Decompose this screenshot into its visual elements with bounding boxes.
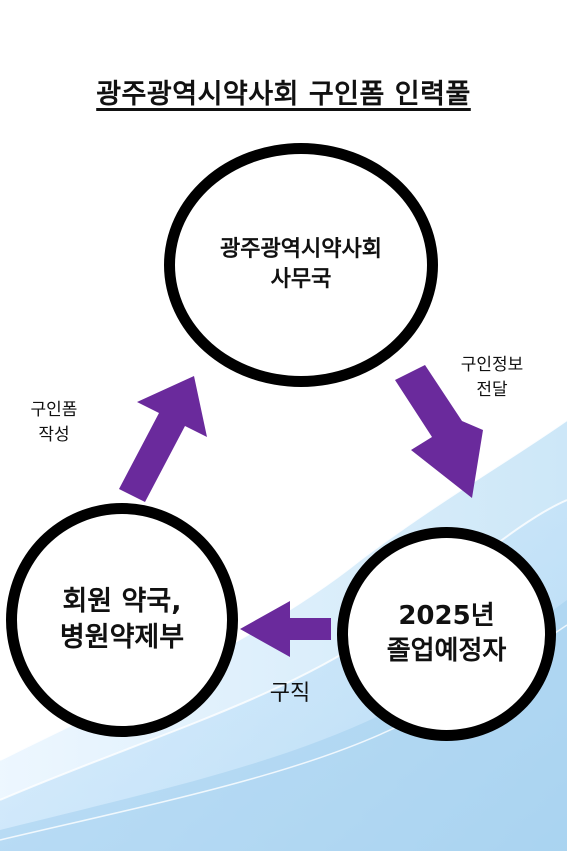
edge-label-form-line2: 작성	[38, 424, 70, 445]
edge-label-form-write: 구인폼 작성	[8, 398, 100, 447]
node-pharmacist-association-office: 광주광역시약사회 사무국	[164, 143, 438, 387]
edge-label-job-text: 구직	[269, 681, 311, 706]
node-member-pharmacies: 회원 약국, 병원약제부	[6, 503, 238, 737]
title-text: 광주광역시약사회 구인폼 인력풀	[96, 79, 471, 110]
node-left-line1: 회원 약국,	[62, 585, 182, 617]
edge-label-info-line1: 구인정보	[460, 355, 524, 375]
node-top-line2: 사무국	[270, 267, 332, 292]
edge-label-job-seek: 구직	[255, 678, 325, 710]
node-top-line1: 광주광역시약사회	[220, 237, 382, 263]
arrow-form-to-office	[119, 376, 207, 502]
node-right-line1: 2025년	[398, 600, 495, 631]
edge-label-job-info: 구인정보 전달	[440, 353, 544, 402]
arrow-office-to-graduates	[395, 365, 483, 498]
node-right-line2: 졸업예정자	[386, 636, 507, 666]
node-graduates: 2025년 졸업예정자	[337, 527, 556, 741]
node-left-line2: 병원약제부	[59, 622, 185, 653]
edge-label-info-line2: 전달	[476, 379, 508, 400]
arrow-graduates-to-pharmacies	[240, 601, 331, 657]
edge-label-form-line1: 구인폼	[30, 400, 78, 420]
page-title: 광주광역시약사회 구인폼 인력풀	[0, 72, 567, 111]
